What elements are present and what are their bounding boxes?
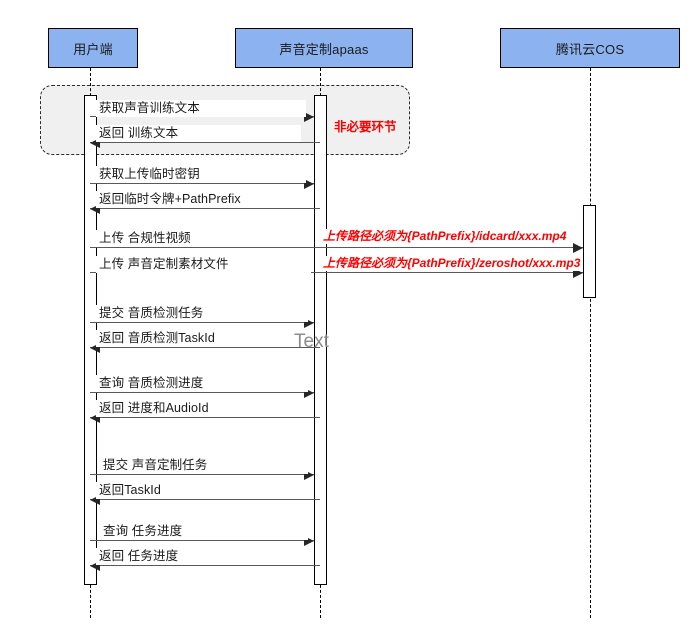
message-line-m7: [90, 322, 314, 323]
arrowhead-right-m13: [304, 536, 314, 546]
message-label-m8: 返回 音质检测TaskId: [96, 330, 292, 347]
arrowhead-left-m2: [90, 138, 100, 148]
message-line-m13: [90, 540, 314, 541]
message-line-m4: [90, 208, 320, 209]
message-note-m6: 上传路径必须为{PathPrefix}/zeroshot/xxx.mp3: [323, 256, 581, 271]
message-line-m6: [90, 272, 583, 273]
message-label-m11: 提交 声音定制任务: [100, 457, 308, 474]
arrowhead-right-m3: [304, 179, 314, 189]
message-label-m12: 返回TaskId: [96, 482, 308, 499]
arrowhead-left-m4: [90, 204, 100, 214]
message-label-m7: 提交 音质检测任务: [96, 305, 308, 322]
arrowhead-left-m12: [90, 495, 100, 505]
message-label-m1: 获取声音训练文本: [96, 100, 306, 117]
message-line-m10: [90, 417, 320, 418]
message-line-m12: [90, 499, 320, 500]
message-line-m8: [90, 347, 320, 348]
arrowhead-right-m11: [304, 470, 314, 480]
apaas-activation[interactable]: [314, 95, 327, 585]
lifeline-cos: [590, 68, 591, 618]
arrowhead-right-m9: [304, 388, 314, 398]
arrowhead-right-m1: [304, 112, 314, 122]
message-line-m2: [90, 142, 320, 143]
message-line-m9: [90, 392, 314, 393]
message-label-m9: 查询 音质检测进度: [96, 375, 308, 392]
message-line-m11: [90, 474, 314, 475]
message-line-m14: [90, 565, 320, 566]
group-label: 非必要环节: [334, 120, 397, 134]
arrowhead-left-m10: [90, 413, 100, 423]
participant-client[interactable]: 用户端: [48, 28, 138, 68]
arrowhead-left-m8: [90, 343, 100, 353]
arrowhead-left-m14: [90, 561, 100, 571]
message-label-m5: 上传 合规性视频: [96, 230, 311, 247]
message-label-m14: 返回 任务进度: [96, 548, 308, 565]
arrowhead-right-m5: [573, 243, 583, 253]
stray-text-label: Text: [294, 331, 329, 352]
message-label-m4: 返回临时令牌+PathPrefix: [96, 191, 308, 208]
message-label-m3: 获取上传临时密钥: [96, 166, 306, 183]
participant-apaas[interactable]: 声音定制apaas: [235, 28, 413, 68]
message-note-m5: 上传路径必须为{PathPrefix}/idcard/xxx.mp4: [323, 229, 567, 244]
message-line-m3: [90, 183, 314, 184]
message-label-m13: 查询 任务进度: [100, 523, 308, 540]
participant-cos[interactable]: 腾讯云COS: [500, 28, 680, 68]
message-label-m10: 返回 进度和AudioId: [96, 400, 308, 417]
message-label-m2: 返回 训练文本: [96, 125, 301, 142]
arrowhead-right-m7: [304, 318, 314, 328]
message-label-m6: 上传 声音定制素材文件: [96, 256, 311, 273]
arrowhead-right-m6: [573, 268, 583, 278]
message-line-m5: [90, 247, 583, 248]
optional-step-group: [40, 85, 410, 155]
cos-activation[interactable]: [583, 205, 596, 298]
